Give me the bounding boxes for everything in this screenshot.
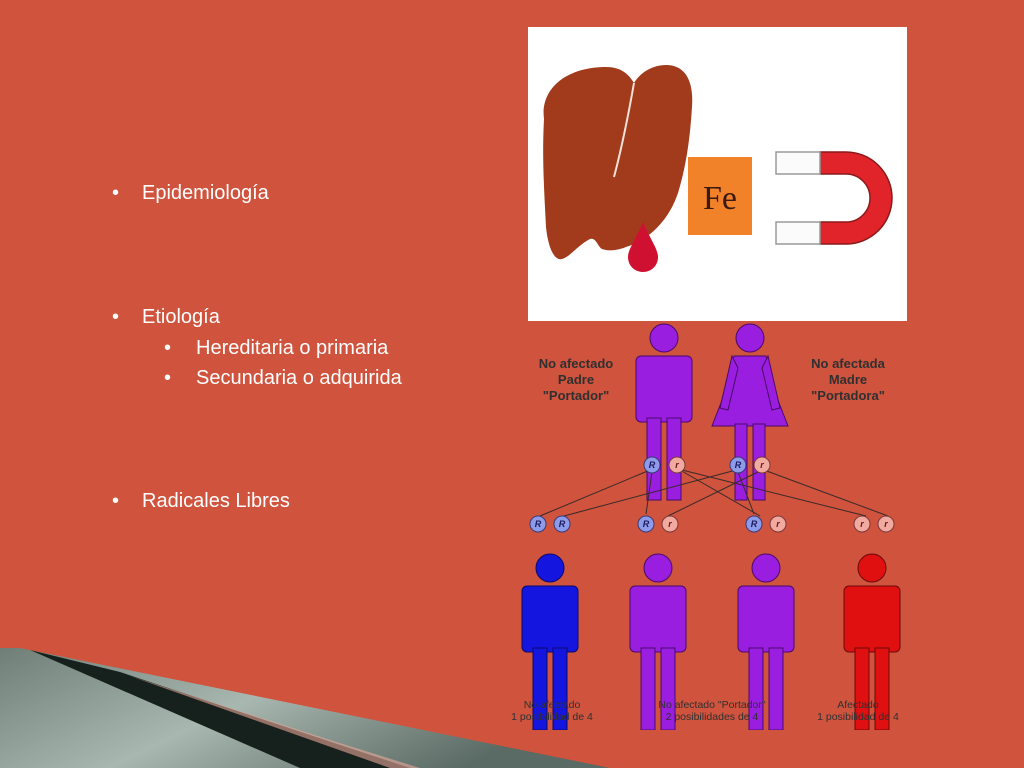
allele-dominant-label: R xyxy=(735,460,742,470)
bullet-text: Etiología xyxy=(142,306,220,328)
fe-box xyxy=(688,157,752,235)
mother-label-line1: No afectada xyxy=(811,356,885,371)
child-carrier-label-line2: 2 posibilidades de 4 xyxy=(666,711,759,723)
liver-iron-figure: Fe xyxy=(528,27,907,321)
allele-dominant-label: R xyxy=(649,460,656,470)
child-2-alleles: R r xyxy=(637,515,679,533)
father-label-line2: Padre xyxy=(558,372,594,387)
allele-label: R xyxy=(643,519,650,529)
child-3-alleles: R r xyxy=(745,515,787,533)
allele-label: r xyxy=(860,519,864,529)
fe-label: Fe xyxy=(703,180,737,217)
allele-label: R xyxy=(535,519,542,529)
bullet-secundaria: • Secundaria o adquirida xyxy=(164,367,402,390)
bullet-dot: • xyxy=(112,490,120,512)
allele-label: r xyxy=(668,519,672,529)
allele-dominant xyxy=(729,456,747,474)
father-alleles: R r xyxy=(643,456,686,474)
child-carrier-label-line1: No afectado "Portador" xyxy=(658,699,766,711)
allele-recessive-label: r xyxy=(675,460,679,470)
bullet-text: Secundaria o adquirida xyxy=(196,367,402,389)
bullet-etiologia: • Etiología xyxy=(112,306,220,329)
bullet-dot: • xyxy=(112,182,120,204)
figure-illustration: Fe xyxy=(543,65,893,272)
father-label-line3: "Portador" xyxy=(543,388,610,403)
allele-recessive-label: r xyxy=(760,460,764,470)
mother-label-line3: "Portadora" xyxy=(811,388,885,403)
child-1-label-line2: 1 posibilidad de 4 xyxy=(511,711,593,723)
bullet-text: Hereditaria o primaria xyxy=(196,337,389,359)
bullet-radicales: • Radicales Libres xyxy=(112,490,290,513)
bullet-epidemiologia: • Epidemiología xyxy=(112,182,269,205)
bullet-text: Radicales Libres xyxy=(142,490,290,512)
bullet-hereditaria: • Hereditaria o primaria xyxy=(164,337,388,360)
child-4-label-line2: 1 posibilidad de 4 xyxy=(817,711,899,723)
child-1-label-line1: No afectado xyxy=(524,699,581,711)
allele-recessive xyxy=(753,456,771,474)
allele-label: r xyxy=(776,519,780,529)
child-4-alleles: r r xyxy=(853,515,895,533)
allele-label: R xyxy=(559,519,566,529)
inheritance-svg: No afectado Padre "Portador" No afectada… xyxy=(511,323,901,731)
child-1-alleles: R R xyxy=(529,515,571,533)
mother-alleles: R r xyxy=(729,456,771,474)
liver-fissure xyxy=(613,82,635,178)
allele-label: R xyxy=(751,519,758,529)
bullet-dot: • xyxy=(164,337,172,359)
inheritance-arrows xyxy=(539,469,889,517)
inheritance-diagram: No afectado Padre "Portador" No afectada… xyxy=(500,300,930,731)
bullet-dot: • xyxy=(112,306,120,328)
mother-label-line2: Madre xyxy=(829,372,867,387)
bullet-text: Epidemiología xyxy=(142,182,269,204)
allele-dominant xyxy=(643,456,661,474)
father-figure xyxy=(635,323,693,501)
child-4-label-line1: Afectado xyxy=(837,699,879,711)
magnet-icon xyxy=(775,151,893,245)
bullet-dot: • xyxy=(164,367,172,389)
allele-recessive xyxy=(668,456,686,474)
blood-drop-icon xyxy=(628,222,658,272)
allele-label: r xyxy=(884,519,888,529)
father-label-line1: No afectado xyxy=(539,356,613,371)
